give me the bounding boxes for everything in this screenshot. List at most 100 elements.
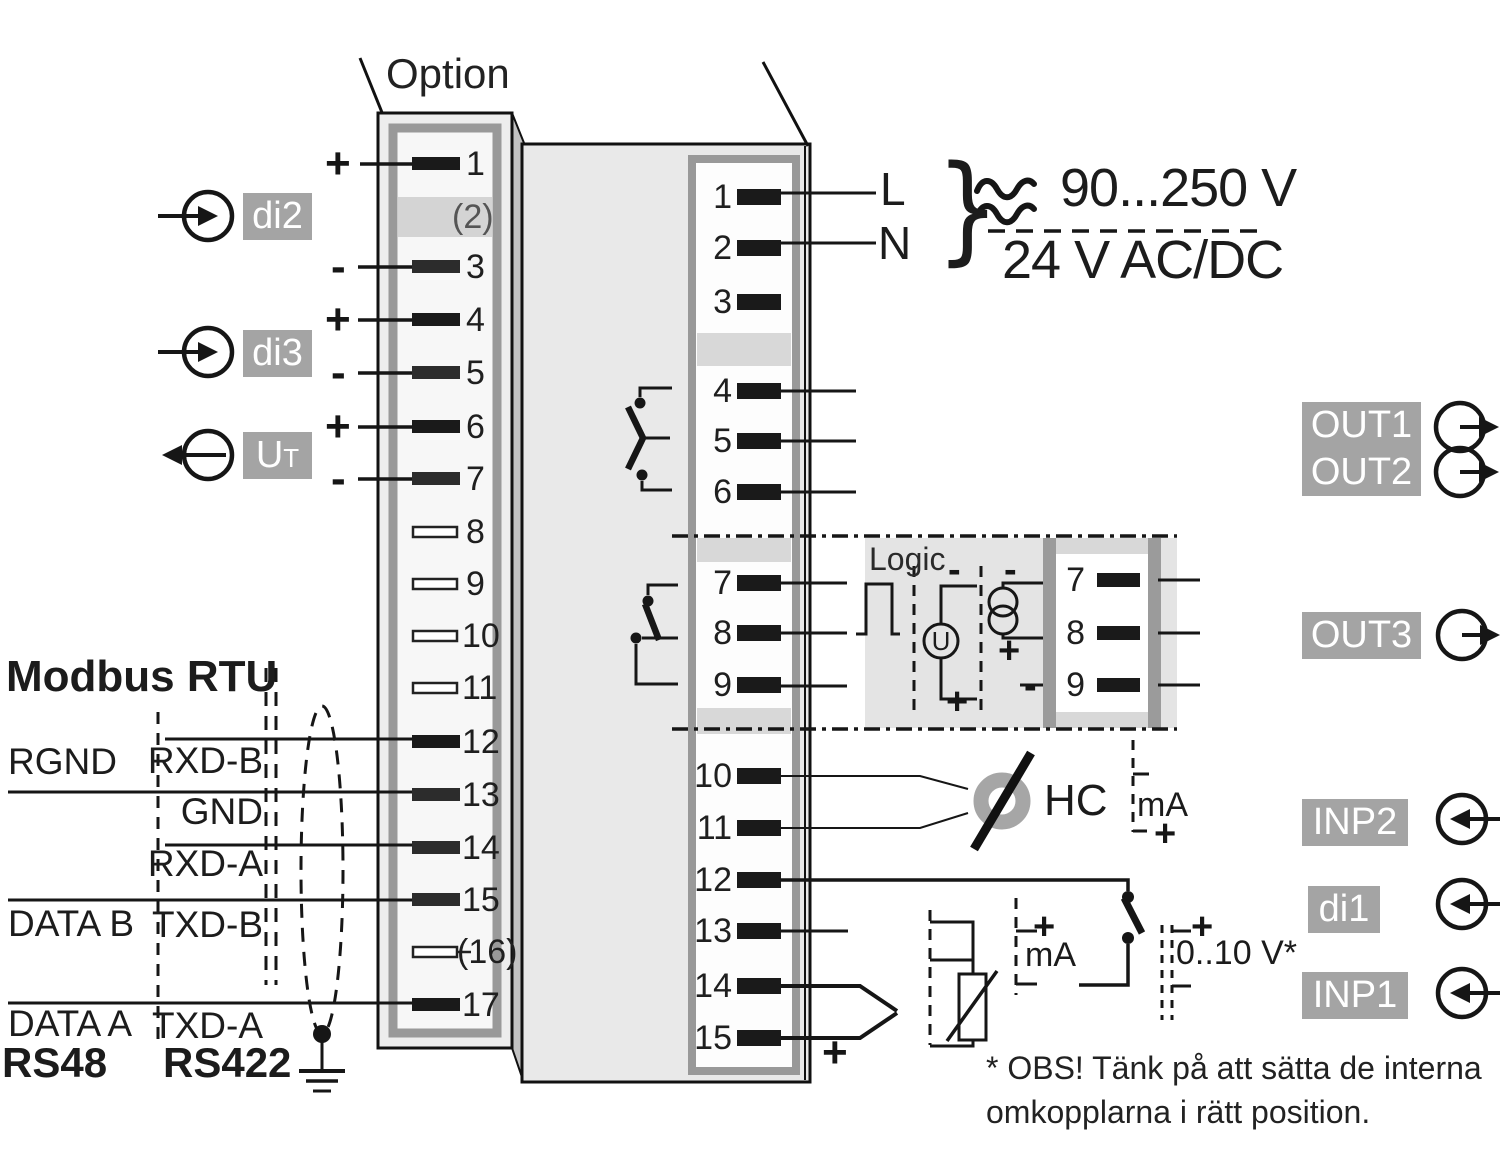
ground-symbol [299, 1069, 345, 1093]
di2-input-icon [158, 189, 235, 243]
tc-plus-sign: + [822, 1028, 848, 1077]
modbus-gnd-label: GND [180, 791, 263, 832]
option-terminal-number: 11 [462, 669, 498, 707]
option-terminal-number: 14 [462, 829, 500, 867]
polarity-sign: + [325, 295, 351, 344]
di2-tag: di2 [243, 193, 312, 240]
logic-sign: + [998, 630, 1021, 672]
main-terminal-number: 1 [713, 178, 732, 216]
inp2-tag: INP2 [1302, 799, 1408, 846]
option-terminal-number: 12 [462, 723, 500, 761]
modbus-wiring [8, 668, 412, 1093]
main-terminal-number: 9 [713, 666, 732, 704]
inp1-input-icon [1435, 966, 1500, 1020]
voltage-source-letter: U [931, 626, 951, 656]
modbus-rgnd-label: RGND [8, 741, 117, 782]
option-terminal-bars [411, 157, 471, 1011]
out1-output-icon [1433, 400, 1499, 454]
footnote-line1: * OBS! Tänk på att sätta de interna [986, 1050, 1482, 1086]
cable-shield-ellipse [299, 704, 345, 1036]
option-terminal-number: 3 [466, 248, 485, 286]
ut-main: U [255, 434, 284, 476]
relay-out1-out2 [625, 386, 672, 492]
main-terminal-number: 7 [713, 564, 732, 602]
hc-label: HC [1044, 776, 1108, 825]
ma-label: mA [1025, 936, 1076, 974]
option-terminal-number: 1 [466, 145, 485, 183]
main-terminal-number: 4 [713, 372, 732, 410]
logic-sign: - [1004, 549, 1017, 591]
main-terminal-number: 3 [713, 283, 732, 321]
modbus-title: Modbus RTU [6, 652, 278, 701]
out3-terminal-number: 7 [1066, 561, 1085, 599]
option-terminal-number: 8 [466, 513, 485, 551]
line-label: L [880, 163, 906, 215]
logic-sign: - [1024, 665, 1037, 707]
logic-sign: - [948, 549, 961, 591]
main-terminal-strip [688, 155, 800, 1075]
voltage-input-bracket [1160, 925, 1191, 1020]
rs422-label: RS422 [163, 1039, 292, 1086]
option-terminal-number: 10 [462, 617, 500, 655]
inp2-input-icon [1435, 792, 1500, 846]
hc-current-transformer [970, 750, 1035, 852]
modbus-rxdb-label: RXD-B [147, 740, 263, 781]
main-terminal-number: 2 [713, 229, 732, 267]
relay-out3 [630, 583, 678, 686]
ut-sub: T [283, 443, 300, 473]
main-terminal-number: 5 [713, 422, 732, 460]
main-wires [781, 191, 1130, 1040]
out3-terminal-block [1043, 538, 1200, 728]
option-spare-band [398, 197, 492, 237]
option-lead-lines [358, 162, 412, 481]
main-terminal-number: 15 [694, 1019, 732, 1057]
ma-input-bracket [1014, 898, 1037, 995]
out1-tag: OUT1 [1302, 402, 1421, 449]
main-terminal-number: 10 [694, 757, 732, 795]
power-brace: } [936, 139, 1000, 278]
pulse-symbol [856, 582, 900, 636]
main-terminal-bars [737, 189, 781, 1046]
ma-plus-sign: + [1033, 906, 1056, 948]
hc-ma-bracket [1131, 740, 1149, 833]
logic-internals [856, 566, 1043, 710]
polarity-sign: - [331, 454, 346, 503]
option-terminal-number: 17 [462, 986, 500, 1024]
main-terminal-number: 6 [713, 473, 732, 511]
option-terminal-number: (16) [457, 933, 518, 971]
rtd-thermistor-symbol [928, 910, 999, 1048]
main-terminal-number: 12 [694, 861, 732, 899]
option-title: Option [386, 50, 510, 97]
out2-output-icon [1433, 445, 1499, 499]
option-terminal-number: 5 [466, 354, 485, 392]
option-terminal-number: 6 [466, 408, 485, 446]
modbus-dataa-label: DATA A [8, 1003, 133, 1044]
option-terminal-number: 9 [466, 565, 485, 603]
out3-terminal-number: 9 [1066, 666, 1085, 704]
rs485-label: RS48 [2, 1039, 108, 1086]
main-terminal-number: 11 [696, 809, 732, 847]
option-terminal-number: (2) [452, 198, 494, 236]
logic-label: Logic [869, 541, 946, 577]
ut-tag: UT [243, 432, 312, 479]
modbus-rxda-label: RXD-A [147, 843, 263, 884]
modbus-datab-label: DATA B [8, 903, 135, 944]
neutral-label: N [878, 217, 912, 269]
option-section-border [672, 534, 1177, 731]
out2-tag: OUT2 [1302, 449, 1421, 496]
option-terminal-number: 15 [462, 881, 500, 919]
modbus-txda-label: TXD-A [152, 1005, 263, 1046]
ac-symbol [974, 177, 1037, 226]
di1-input-icon [1435, 877, 1500, 931]
ac-voltage-range: 90...250 V [1060, 158, 1297, 218]
polarity-sign: + [325, 139, 351, 188]
modbus-txdb-label: TXD-B [152, 904, 263, 945]
option-terminal-number: 7 [466, 460, 485, 498]
hc-ma-label: mA [1137, 786, 1188, 824]
main-terminal-number: 14 [694, 967, 732, 1005]
out3-tag: OUT3 [1302, 612, 1421, 659]
footnote-line2: omkopplarna i rätt position. [986, 1094, 1371, 1130]
dc-voltage-range: 24 V AC/DC [1002, 230, 1284, 290]
